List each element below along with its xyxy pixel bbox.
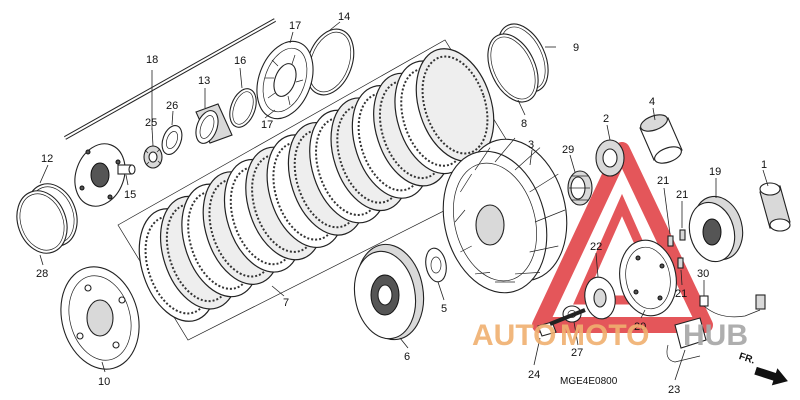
gear-2 xyxy=(595,139,625,177)
sprocket-20 xyxy=(619,239,677,317)
callout-1: 1 xyxy=(761,159,767,171)
callout-23: 23 xyxy=(668,384,680,396)
callout-10: 10 xyxy=(98,376,110,388)
callout-24: 24 xyxy=(528,369,540,381)
basket-rib xyxy=(474,147,491,171)
callout-21-b: 21 xyxy=(676,189,688,201)
spring-plate-17 xyxy=(256,40,314,120)
callout-12: 12 xyxy=(41,153,53,165)
callout-26: 26 xyxy=(166,100,178,112)
callout-27: 27 xyxy=(571,347,583,359)
callout-2: 2 xyxy=(603,113,609,125)
callout-numbers: 1 2 3 4 5 6 7 8 9 10 12 13 14 15 16 17 1… xyxy=(36,11,767,396)
clutch-plate-teeth xyxy=(421,55,489,155)
bolt-24 xyxy=(537,308,586,337)
callout-14: 14 xyxy=(338,11,350,23)
callout-16: 16 xyxy=(234,55,246,67)
clutch-center-6 xyxy=(353,243,425,341)
callout-22: 22 xyxy=(590,241,602,253)
callout-15: 15 xyxy=(124,189,136,201)
callout-17-bottom: 17 xyxy=(261,119,273,131)
guide-30 xyxy=(699,294,766,318)
basket-rib xyxy=(460,245,472,253)
ring-16 xyxy=(229,88,257,128)
sprocket-22 xyxy=(584,276,616,320)
diagram-code: MGE4E0800 xyxy=(560,376,618,387)
callout-21-c: 21 xyxy=(675,288,687,300)
callout-13: 13 xyxy=(198,75,210,87)
bolt-15 xyxy=(117,164,136,175)
clutch-plate-stack xyxy=(138,48,495,322)
callout-29: 29 xyxy=(562,144,574,156)
gear-19 xyxy=(688,195,744,263)
callout-8: 8 xyxy=(521,118,527,130)
collar-1 xyxy=(759,182,791,232)
snap-rings-8-9 xyxy=(487,23,549,103)
needle-bearing-29 xyxy=(567,170,593,206)
watermark-text-moto: MOTO xyxy=(560,319,649,352)
callout-28: 28 xyxy=(36,268,48,280)
bracket-23 xyxy=(666,317,707,363)
callout-3: 3 xyxy=(528,139,534,151)
washer-26 xyxy=(161,125,183,155)
callout-5: 5 xyxy=(441,303,447,315)
pins-21 xyxy=(667,229,686,269)
callout-25: 25 xyxy=(145,117,157,129)
callout-4: 4 xyxy=(649,96,655,108)
front-direction-label: FR. xyxy=(737,351,756,367)
push-rod xyxy=(64,18,276,140)
collar-13 xyxy=(195,103,233,144)
callout-30: 30 xyxy=(697,268,709,280)
basket-rib xyxy=(534,209,566,223)
watermark-text-hub: HUB xyxy=(683,319,748,352)
snap-rings-left xyxy=(16,183,78,254)
basket-rib xyxy=(474,272,491,275)
basket-rib xyxy=(494,137,516,163)
callout-18: 18 xyxy=(146,54,158,66)
callout-21-a: 21 xyxy=(657,175,669,187)
snap-ring-14 xyxy=(305,28,355,96)
clutch-outer-3 xyxy=(442,137,568,294)
callout-9: 9 xyxy=(573,42,579,54)
pressure-plate-10 xyxy=(60,266,140,370)
callout-19: 19 xyxy=(709,166,721,178)
basket-rib xyxy=(454,209,466,223)
callout-6: 6 xyxy=(404,351,410,363)
basket-rib xyxy=(460,173,472,193)
washer-5 xyxy=(425,247,447,283)
leader-lines xyxy=(39,21,769,381)
sleeve-4 xyxy=(639,114,683,164)
watermark-text: AUTO MOTO HUB xyxy=(472,319,748,352)
basket-rib xyxy=(529,245,559,253)
watermark-text-auto: AUTO xyxy=(472,319,556,352)
basket-rib xyxy=(514,272,541,275)
front-direction-arrow: FR. xyxy=(737,351,788,386)
lifter-plate xyxy=(74,143,126,207)
nut-25 xyxy=(143,145,163,169)
basket-rib xyxy=(529,173,559,193)
callout-20: 20 xyxy=(634,321,646,333)
callout-7: 7 xyxy=(283,297,289,309)
callout-17-top: 17 xyxy=(289,20,301,32)
basket-rib xyxy=(514,147,541,171)
